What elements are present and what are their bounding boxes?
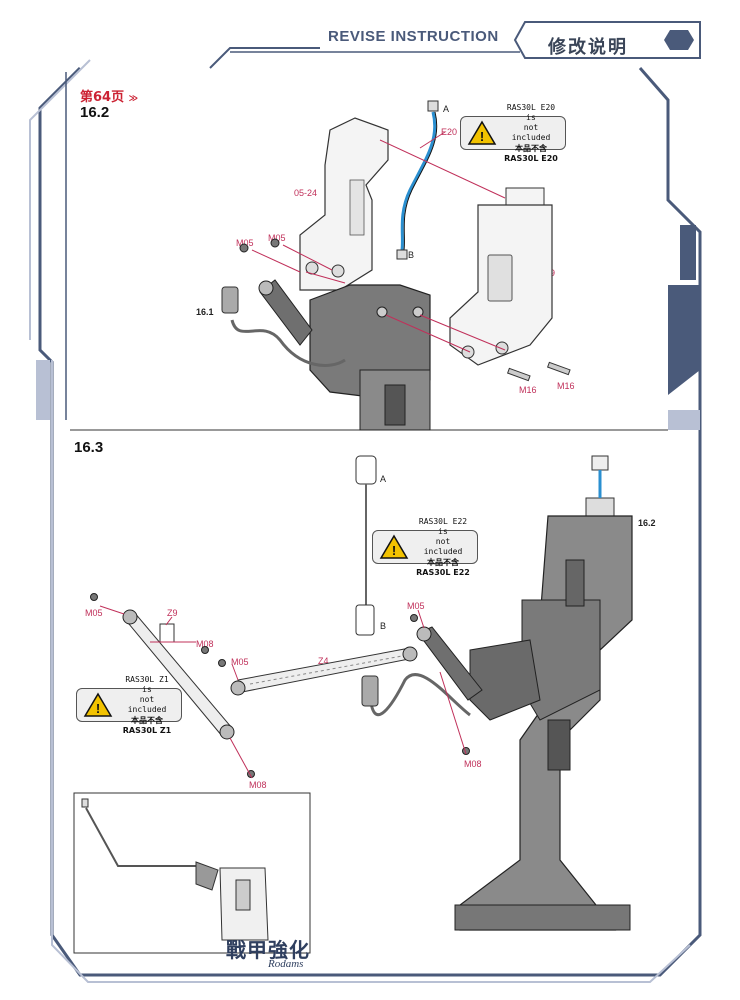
cable-end-label: B xyxy=(408,250,415,260)
warning-text: RAS30L E20 is not included 本品不含RAS30L E2… xyxy=(503,103,559,163)
inset-preview xyxy=(81,798,269,941)
header-title-cn: 修改说明 xyxy=(548,37,628,58)
cable-end-label: A xyxy=(380,474,387,484)
warning-icon: ! xyxy=(467,120,497,145)
part-label: M05 xyxy=(236,238,254,248)
warning-label: ! RAS30L Z1 is not included 本品不含RAS30L Z… xyxy=(76,675,182,735)
brand-logo: 戰甲強化 xyxy=(226,938,310,962)
part-label: M16 xyxy=(519,385,537,395)
warning-line-2: not included xyxy=(127,695,167,714)
step-number: 16.3 xyxy=(74,439,104,456)
warning-icon: ! xyxy=(379,534,409,559)
warning-label: ! RAS30L E20 is not included 本品不含RAS30L … xyxy=(460,103,566,163)
warning-line-3: 本品不含RAS30L Z1 xyxy=(122,716,172,735)
warning-line-1: RAS30L E22 is xyxy=(418,517,468,536)
step-number: 16.2 xyxy=(80,104,110,121)
step-reference: 16.2 xyxy=(638,518,656,528)
part-label: 05-24 xyxy=(294,188,318,198)
warning-text: RAS30L Z1 is not included 本品不含RAS30L Z1 xyxy=(119,675,175,735)
warning-line-3: 本品不含RAS30L E22 xyxy=(416,558,470,577)
svg-text:!: ! xyxy=(96,701,100,716)
page-reference-text: 第64页 xyxy=(80,90,125,105)
warning-line-3: 本品不含RAS30L E20 xyxy=(504,144,558,163)
part-label: M08 xyxy=(249,780,267,790)
warning-line-2: not included xyxy=(511,123,551,142)
part-label: M05 xyxy=(407,601,425,611)
header-title: REVISE INSTRUCTION xyxy=(328,28,499,45)
warning-line-2: not included xyxy=(423,537,463,556)
part-label: M16 xyxy=(557,381,575,391)
part-label: M05 xyxy=(85,608,103,618)
svg-text:!: ! xyxy=(480,129,484,144)
warning-text: RAS30L E22 is not included 本品不含RAS30L E2… xyxy=(415,517,471,577)
warning-line-1: RAS30L Z1 is xyxy=(125,675,169,694)
cable-end-label: B xyxy=(380,621,387,631)
warning-line-1: RAS30L E20 is xyxy=(506,103,556,122)
part-label: M05 xyxy=(268,233,286,243)
warning-icon: ! xyxy=(83,692,113,717)
part-label: M05 xyxy=(231,657,249,667)
warning-label: ! RAS30L E22 is not included 本品不含RAS30L … xyxy=(372,517,478,577)
step-reference: 16.1 xyxy=(196,307,214,317)
part-label: M08 xyxy=(464,759,482,769)
part-label: M08 xyxy=(196,639,214,649)
part-label: Z9 xyxy=(167,608,178,618)
page-reference: 第64页 ≫ xyxy=(80,90,139,105)
brand-logo-en: Rodams xyxy=(268,958,304,970)
cable-end-label: A xyxy=(443,104,450,114)
svg-text:!: ! xyxy=(392,543,396,558)
part-label: E20 xyxy=(441,127,458,137)
part-label: Z4 xyxy=(318,656,329,666)
